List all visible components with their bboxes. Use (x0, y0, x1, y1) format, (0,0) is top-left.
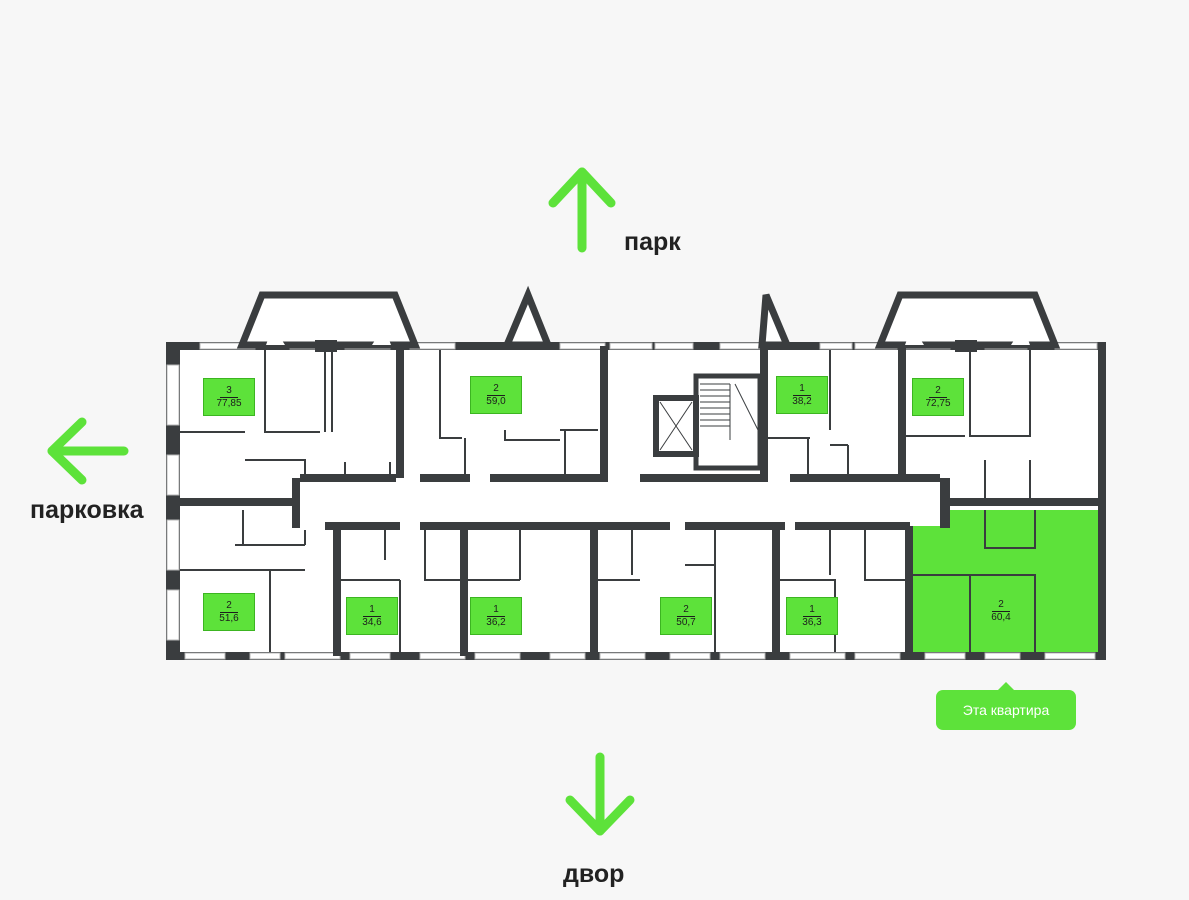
apartment-badge[interactable]: 2 50,7 (660, 597, 712, 635)
apartment-rooms: 2 (992, 599, 1010, 612)
apartment-badge[interactable]: 2 72,75 (912, 378, 964, 416)
apartment-badge[interactable]: 1 36,3 (786, 597, 838, 635)
direction-label-west: парковка (30, 496, 144, 524)
apartment-badge[interactable]: 3 77,85 (203, 378, 255, 416)
apartment-rooms: 2 (677, 604, 695, 617)
apartment-area: 72,75 (925, 397, 951, 409)
apartment-area: 59,0 (486, 395, 506, 407)
arrow-left-icon (47, 417, 129, 485)
apartment-area: 34,6 (362, 616, 382, 628)
apartment-area: 36,3 (802, 616, 822, 628)
apartment-rooms: 1 (363, 604, 381, 617)
selected-apartment-tag: Эта квартира (936, 682, 1076, 730)
direction-label-north: парк (624, 228, 681, 256)
apartment-rooms: 1 (793, 383, 811, 396)
apartment-rooms: 1 (803, 604, 821, 617)
apartment-area: 77,85 (216, 397, 242, 409)
apartment-rooms: 2 (487, 383, 505, 396)
apartment-rooms: 1 (487, 604, 505, 617)
apartment-area: 60,4 (991, 611, 1011, 623)
apartment-area: 36,2 (486, 616, 506, 628)
selected-apartment-area[interactable] (912, 510, 1098, 655)
apartment-area: 38,2 (792, 395, 812, 407)
apartment-area: 50,7 (676, 616, 696, 628)
apartment-rooms: 3 (220, 385, 238, 398)
apartment-rooms: 2 (220, 600, 238, 613)
apartment-badge[interactable]: 1 38,2 (776, 376, 828, 414)
building (166, 285, 1106, 660)
apartment-badge[interactable]: 2 51,6 (203, 593, 255, 631)
apartment-badge[interactable]: 1 36,2 (470, 597, 522, 635)
apartment-badge-selected[interactable]: 2 60,4 (976, 593, 1026, 629)
arrow-up-icon (548, 167, 616, 253)
arrow-down-icon (565, 752, 635, 836)
apartment-badge[interactable]: 1 34,6 (346, 597, 398, 635)
apartment-badge[interactable]: 2 59,0 (470, 376, 522, 414)
apartment-rooms: 2 (929, 385, 947, 398)
apartment-area: 51,6 (219, 612, 239, 624)
direction-label-south: двор (563, 860, 625, 888)
